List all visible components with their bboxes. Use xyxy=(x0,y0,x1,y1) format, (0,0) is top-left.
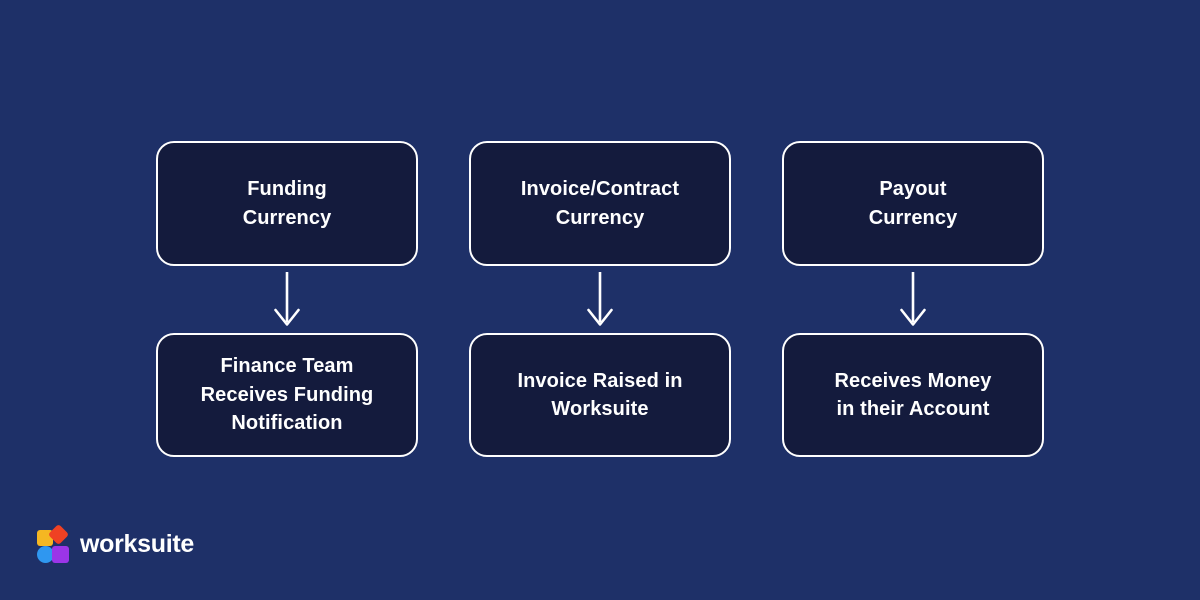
node-text-line: Currency xyxy=(555,206,645,229)
worksuite-wordmark: worksuite xyxy=(80,529,194,558)
node-text-line: Currency xyxy=(242,206,332,229)
node-text-line: Finance Team xyxy=(220,355,354,378)
node-text-line: in their Account xyxy=(836,398,990,420)
down-arrow-icon xyxy=(587,271,613,326)
blue-circle-icon xyxy=(37,546,54,563)
node-text-line: Payout xyxy=(879,178,947,201)
node-text-line: Invoice/Contract xyxy=(520,178,680,201)
down-arrow-icon xyxy=(900,271,926,326)
connector-cell-column-1 xyxy=(156,266,418,333)
node-invoice-raised-in-worksuite[interactable]: Invoice Raised in Worksuite xyxy=(469,333,731,457)
connector-cell-column-3 xyxy=(782,266,1044,333)
down-arrow-icon xyxy=(274,271,300,326)
node-text-line: Receives Money xyxy=(834,369,992,392)
node-text-line: Funding xyxy=(247,178,327,201)
currency-flow-diagram: Funding Currency Finance Team Receives F… xyxy=(156,141,1044,457)
node-text-line: Currency xyxy=(868,206,958,229)
connector-cell-column-2 xyxy=(469,266,731,333)
node-text-line: Notification xyxy=(231,412,343,435)
node-payout-currency[interactable]: Payout Currency xyxy=(782,141,1044,266)
node-receives-money-in-their-account[interactable]: Receives Money in their Account xyxy=(782,333,1044,457)
node-text-line: Receives Funding xyxy=(200,383,374,406)
worksuite-logo-mark xyxy=(37,523,70,564)
node-text-line: Invoice Raised in xyxy=(517,369,683,392)
purple-square-icon xyxy=(52,546,69,563)
node-invoice-contract-currency[interactable]: Invoice/Contract Currency xyxy=(469,141,731,266)
node-text-line: Worksuite xyxy=(551,398,649,420)
worksuite-logo: worksuite xyxy=(37,523,194,564)
node-funding-currency[interactable]: Funding Currency xyxy=(156,141,418,266)
node-finance-team-receives-funding-notification[interactable]: Finance Team Receives Funding Notificati… xyxy=(156,333,418,457)
